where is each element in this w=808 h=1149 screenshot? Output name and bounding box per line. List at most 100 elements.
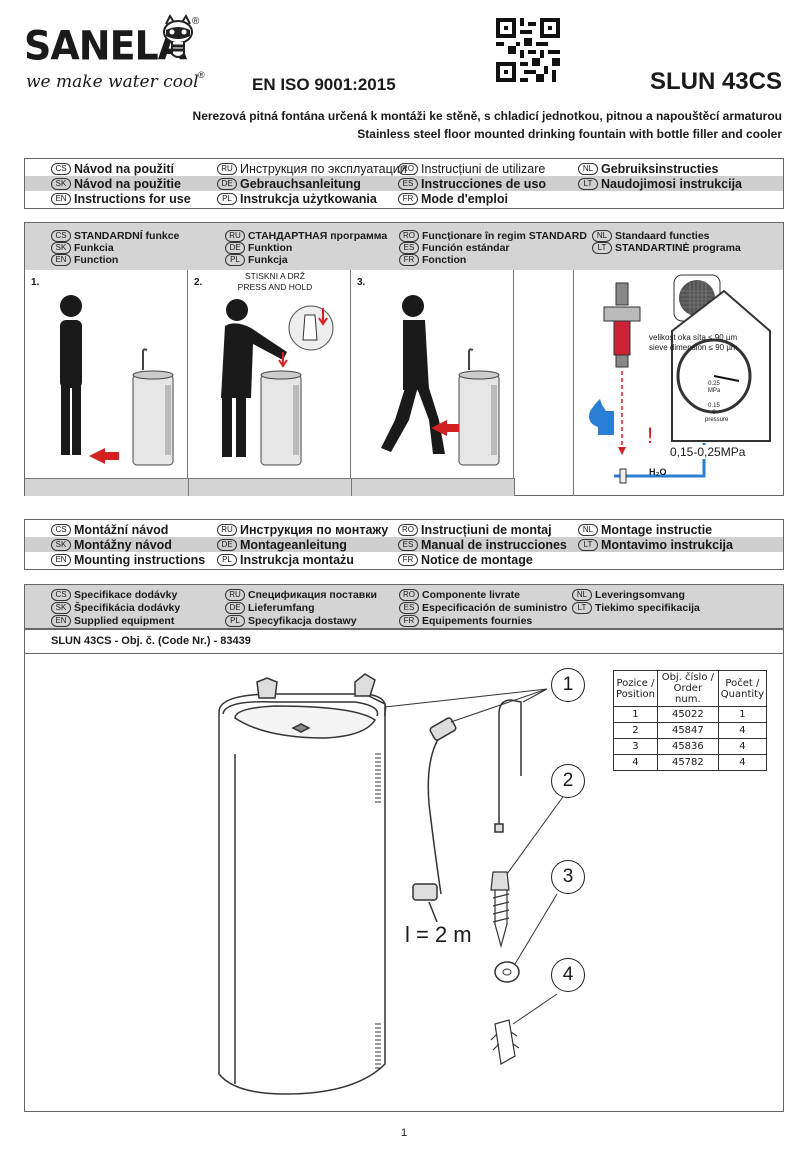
page-number: 1 (400, 1127, 408, 1139)
fountain-icon (260, 370, 302, 466)
gauge-label: pressure (705, 417, 729, 423)
table-row: 4 45782 4 (613, 754, 768, 771)
callout-4: 4 (551, 958, 585, 992)
callout-1: 1 (551, 668, 585, 702)
filter-panel (573, 270, 784, 496)
table-header-row: Pozice /Position Obj. číslo /Order num. … (613, 670, 768, 707)
code-line-row (25, 630, 783, 654)
mesh-size-cz: velikost oka síta ≤ 90 µm (649, 333, 738, 342)
supply-content: SLUN 43CS - Obj. č. (Code Nr.) - 83439 P… (24, 629, 784, 1112)
slogan-registered-mark: ® (198, 70, 205, 80)
mesh-size-label: velikost oka síta ≤ 90 µm sieve dimensio… (649, 333, 738, 353)
water-label: H₂O (649, 467, 667, 477)
wall-plug-drawing (490, 1019, 520, 1065)
model-title: SLUN 43CS (649, 68, 782, 95)
step-2-panel (188, 270, 351, 478)
warning-mark: ! (647, 423, 654, 448)
footer-divider (188, 478, 189, 496)
code-line: SLUN 43CS - Obj. č. (Code Nr.) - 83439 (51, 635, 251, 647)
power-cable-drawing (412, 717, 457, 923)
logo-registered-mark: ® (192, 16, 200, 27)
subtitle-cz: Nerezová pitná fontána určená k montáži … (192, 109, 782, 123)
press-arrow-icon (318, 308, 328, 326)
thumbs-up-icon (589, 399, 614, 435)
callout-3: 3 (551, 860, 585, 894)
function-footer (25, 478, 514, 496)
gauge-scale: 0.25 MPa 0.15 0 pressure (705, 381, 729, 424)
walking-person-icon (381, 295, 445, 454)
table-header-cell: Počet /Quantity (717, 670, 768, 707)
screw-drawing (490, 871, 510, 949)
usage-illustrations (60, 295, 500, 466)
gauge-mid: 0.15 (708, 403, 720, 409)
table-cell: 4 (613, 754, 658, 771)
brand-slogan: we make water cool (26, 72, 199, 92)
bottle-icon (302, 314, 318, 341)
table-cell: 4 (717, 754, 768, 771)
gauge-unit: MPa (707, 388, 721, 394)
subtitle-en: Stainless steel floor mounted drinking f… (357, 127, 782, 141)
fountain-icon (132, 348, 174, 466)
leader-lines (384, 688, 566, 1025)
press-hold-label: STISKNI A DRŽ PRESS AND HOLD (225, 271, 325, 293)
step-2-number: 2. (194, 277, 203, 288)
fountain-icon (458, 348, 500, 466)
pressure-range: 0,15-0,25MPa (670, 445, 746, 459)
washer-drawing (494, 961, 520, 983)
step-3-number: 3. (357, 277, 366, 288)
mesh-size-en: sieve dimension ≤ 90 µm (649, 343, 738, 352)
arrow-icon (431, 420, 459, 436)
drinking-person-icon (221, 299, 287, 457)
gauge-low: 0 (712, 410, 716, 416)
gauge-top: 0.25 (708, 381, 720, 387)
press-hold-en: PRESS AND HOLD (237, 282, 313, 292)
parts-drawing (218, 673, 566, 1095)
footer-divider (351, 478, 352, 496)
brand-logo: SANELA (24, 22, 187, 70)
hook-rod-drawing (494, 699, 522, 833)
cable-length: l = 2 m (405, 922, 472, 948)
filter-valve-icon (603, 282, 641, 368)
step-3-panel (351, 270, 514, 478)
